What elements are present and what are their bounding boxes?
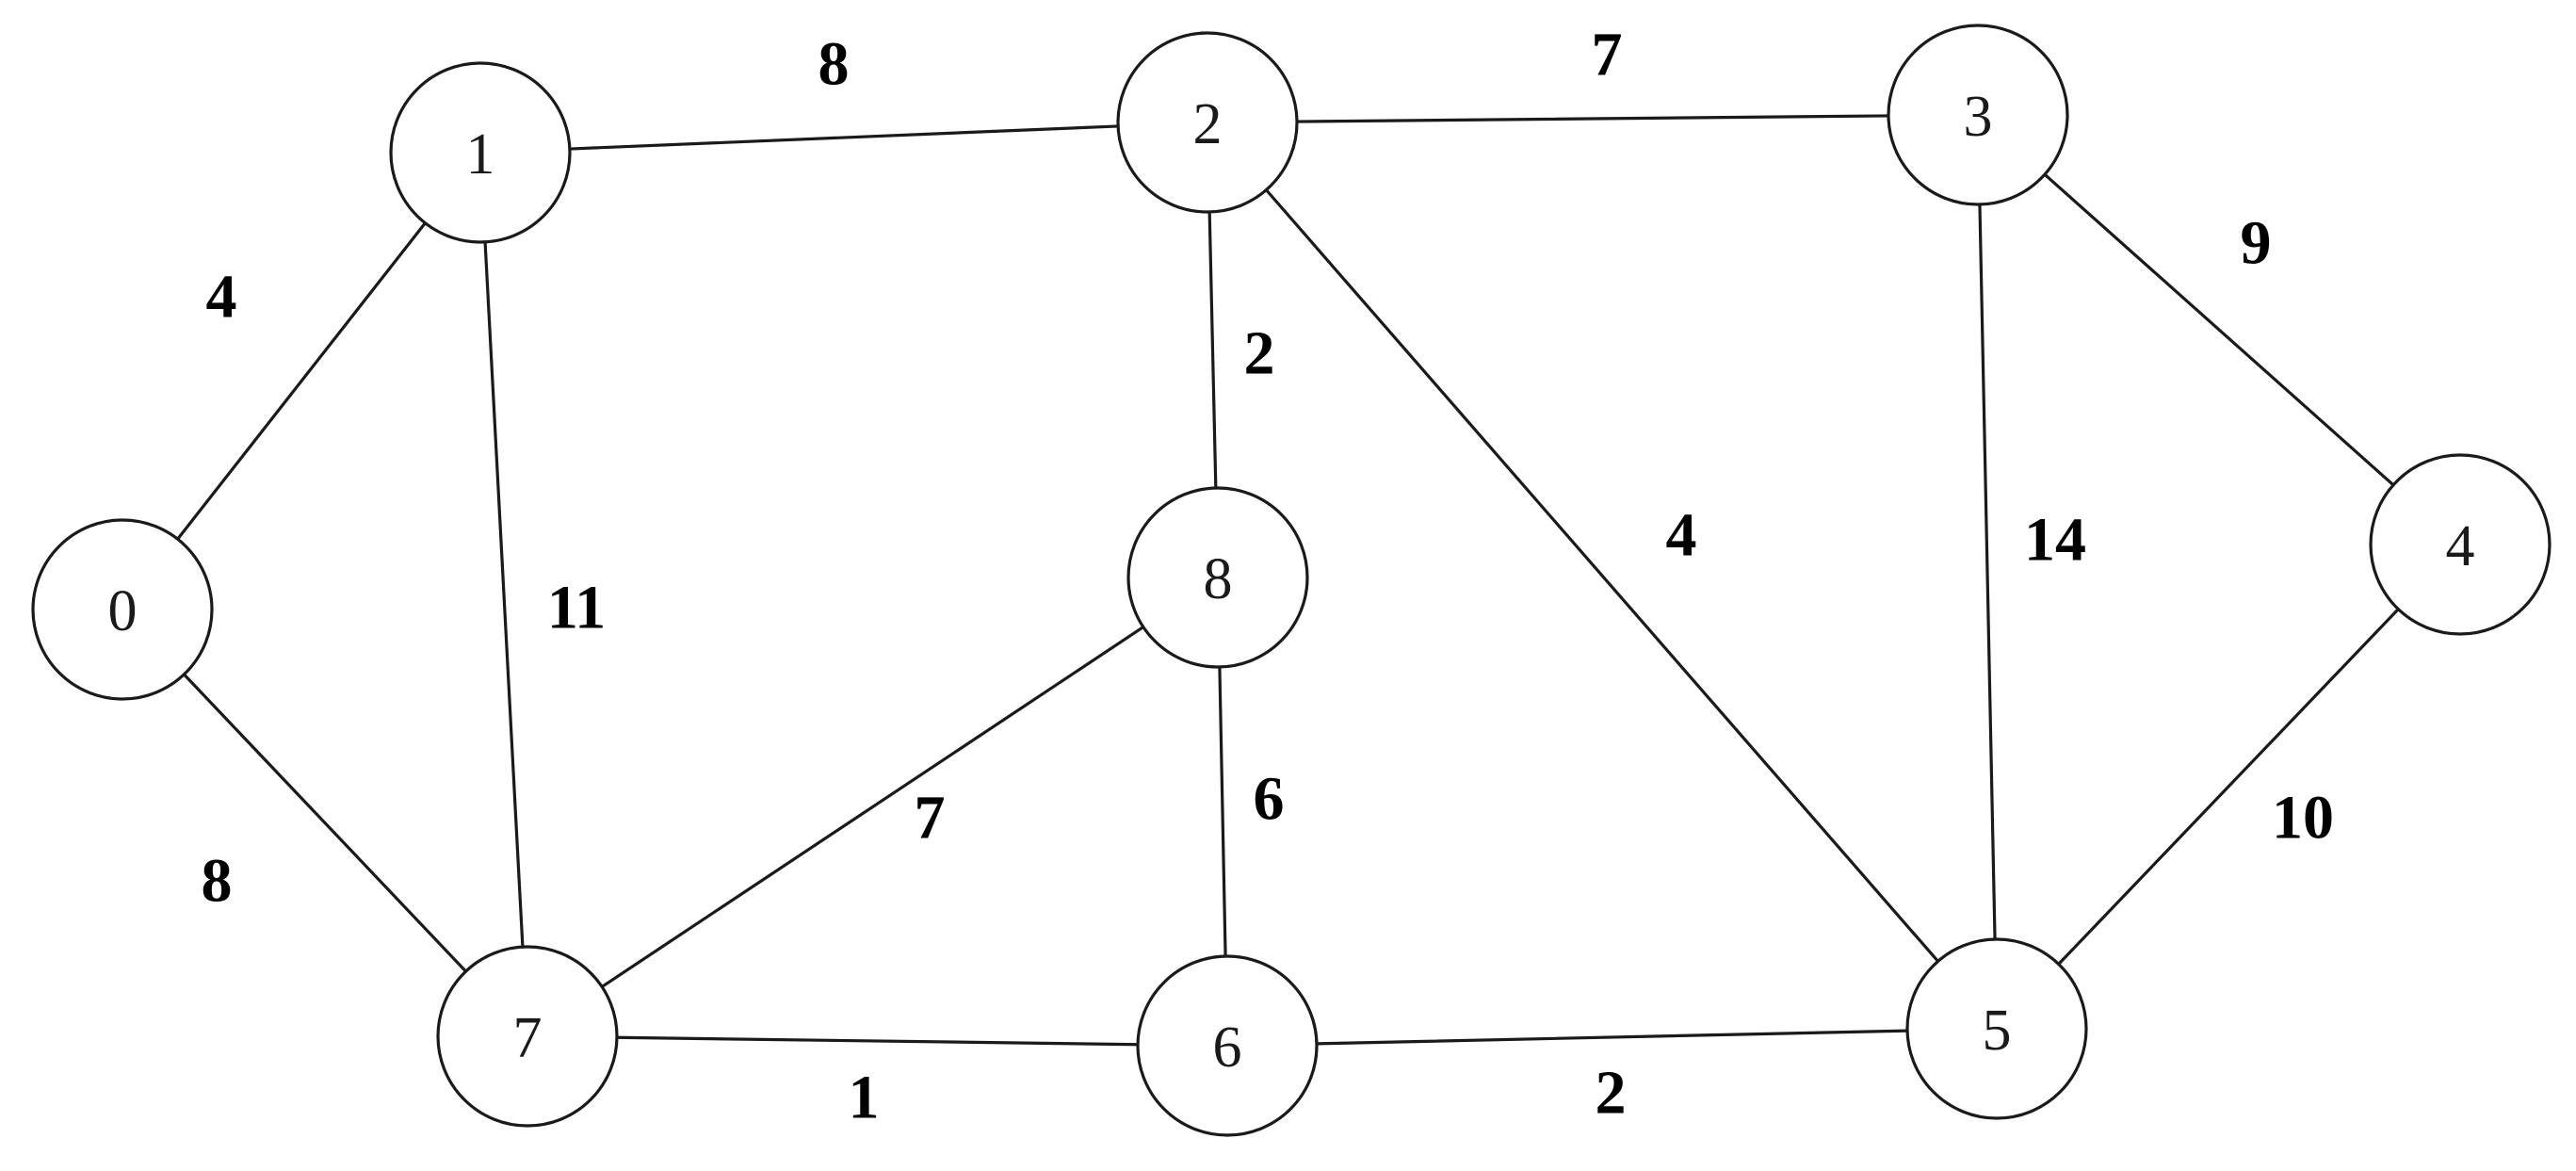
- edge-weight-7-8: 7: [915, 784, 946, 853]
- edge-2-8: [1207, 210, 1218, 490]
- edge-weight-0-7: 8: [202, 847, 233, 916]
- edge-7-8: [600, 625, 1145, 989]
- edge-weight-2-5: 4: [1666, 501, 1697, 570]
- node-4: 4: [2369, 453, 2552, 636]
- edge-3-4: [2043, 172, 2395, 487]
- edge-weight-2-8: 2: [1244, 319, 1275, 388]
- node-circle-4: [2369, 453, 2552, 636]
- node-circle-0: [31, 518, 214, 701]
- edge-weight-1-2: 8: [818, 30, 850, 99]
- edge-3-5: [1978, 203, 1997, 941]
- edge-0-1: [175, 221, 428, 541]
- node-2: 2: [1116, 31, 1299, 214]
- node-label-2: 2: [1193, 92, 1223, 156]
- node-circle-5: [1905, 937, 2088, 1120]
- node-label-4: 4: [2446, 514, 2475, 578]
- node-circle-2: [1116, 31, 1299, 214]
- node-label-6: 6: [1213, 1016, 1242, 1080]
- node-5: 5: [1905, 937, 2088, 1120]
- edge-weight-3-4: 9: [2241, 209, 2272, 278]
- edge-2-3: [1295, 114, 1890, 123]
- edge-weight-5-6: 2: [1596, 1059, 1627, 1128]
- node-0: 0: [31, 518, 214, 701]
- edge-1-7: [483, 240, 525, 949]
- edge-weight-1-7: 11: [547, 574, 606, 642]
- edge-weight-0-1: 4: [206, 263, 237, 332]
- node-circle-7: [436, 945, 619, 1128]
- edge-weights-layer: 4 8 8 11 7 2 4 9 14 10 2 1 6 7: [202, 21, 2335, 1132]
- edge-6-8: [1218, 665, 1227, 958]
- edges-layer: [175, 114, 2400, 1047]
- edge-weight-6-7: 1: [849, 1064, 880, 1132]
- node-circle-1: [389, 61, 572, 244]
- node-8: 8: [1126, 486, 1309, 669]
- edge-weight-6-8: 6: [1254, 765, 1285, 834]
- edge-weight-4-5: 10: [2272, 784, 2334, 853]
- node-circle-3: [1887, 24, 2069, 206]
- node-label-8: 8: [1204, 547, 1233, 611]
- node-7: 7: [436, 945, 619, 1128]
- node-label-0: 0: [108, 579, 138, 643]
- node-label-5: 5: [1983, 999, 2012, 1063]
- edge-4-5: [2057, 608, 2400, 966]
- node-circle-8: [1126, 486, 1309, 669]
- node-label-3: 3: [1964, 85, 1993, 149]
- node-1: 1: [389, 61, 572, 244]
- node-3: 3: [1887, 24, 2069, 206]
- edge-1-2: [568, 124, 1120, 151]
- node-circle-6: [1136, 954, 1319, 1137]
- edge-6-7: [615, 1035, 1140, 1047]
- nodes-layer: 0 1 2 3 4 5 6 7 8: [31, 24, 2552, 1137]
- edge-2-5: [1264, 188, 1940, 963]
- node-label-1: 1: [466, 122, 495, 187]
- edge-5-6: [1315, 1029, 1909, 1046]
- node-6: 6: [1136, 954, 1319, 1137]
- edge-weight-2-3: 7: [1592, 21, 1623, 89]
- edge-0-7: [182, 673, 468, 973]
- edge-weight-3-5: 14: [2024, 506, 2086, 575]
- node-label-7: 7: [513, 1006, 543, 1070]
